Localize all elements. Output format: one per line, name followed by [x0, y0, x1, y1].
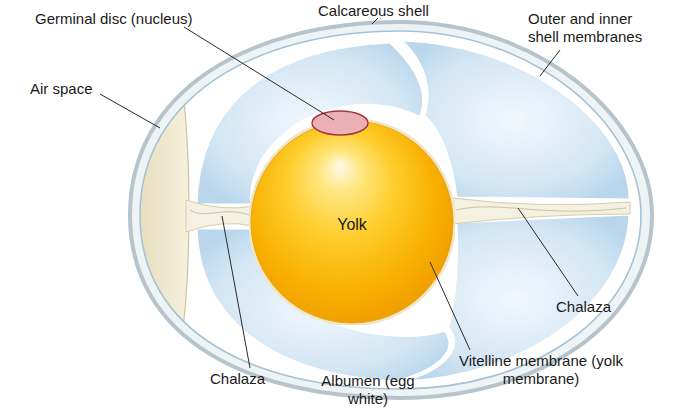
chalaza	[452, 198, 630, 224]
yolk-circle: Yolk	[249, 119, 455, 325]
chalaza-twist	[456, 207, 626, 211]
leader-line	[222, 216, 250, 368]
leader-line	[100, 94, 160, 128]
vitelline-membrane	[250, 120, 455, 325]
chalaza	[186, 200, 254, 232]
part-label: Calcareous shell	[318, 2, 448, 20]
part-label: Chalaza	[556, 298, 636, 316]
part-label: Air space	[30, 80, 120, 98]
part-label: Germinal disc (nucleus)	[35, 10, 225, 28]
calcareous-shell	[130, 22, 652, 398]
shell-membrane	[140, 31, 641, 389]
leader-line	[518, 208, 578, 296]
part-name: Yolk	[337, 210, 367, 234]
chalaza-twist	[190, 210, 252, 216]
leader-line	[540, 50, 560, 76]
air-space	[130, 60, 189, 370]
part-label: Vitelline membrane (yolk membrane)	[456, 352, 626, 388]
yolk	[251, 121, 453, 323]
part-label: Chalaza	[210, 370, 290, 388]
part-label: Albumen (egg white)	[318, 372, 418, 408]
part-label: Outer and inner shell membranes	[528, 10, 653, 46]
leader-line	[184, 27, 334, 120]
